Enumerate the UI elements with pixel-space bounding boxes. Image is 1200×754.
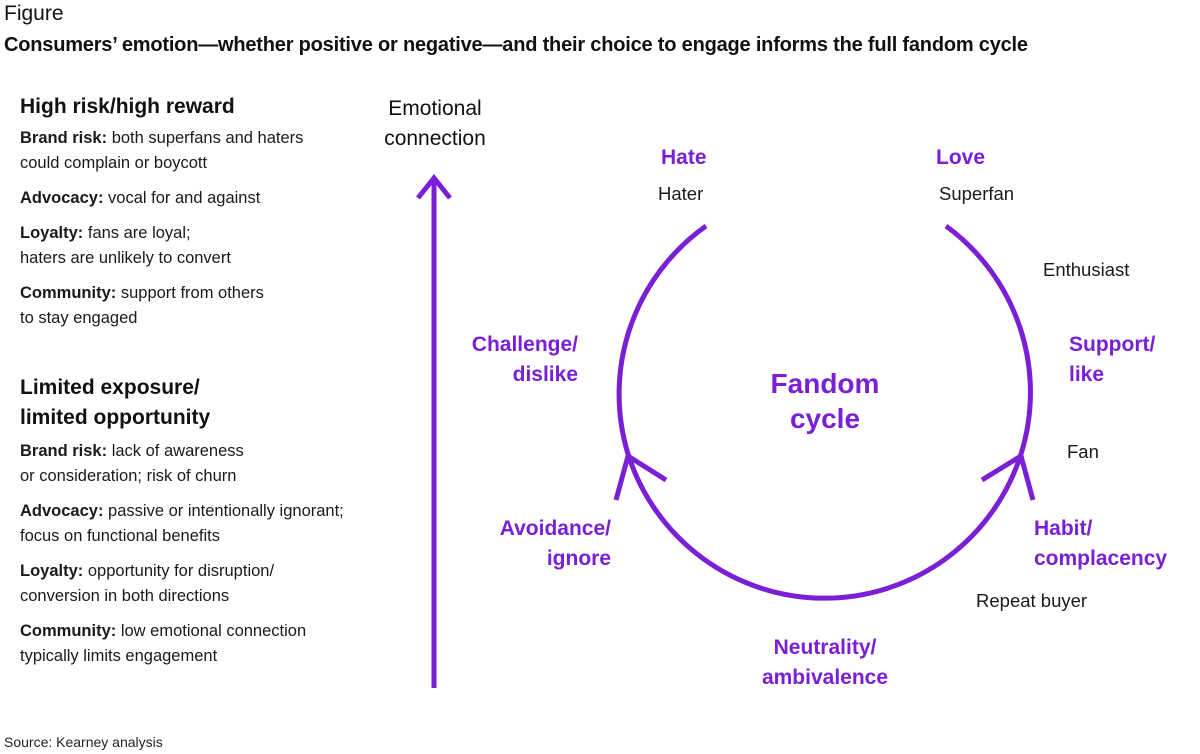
item-text: low emotional connection — [120, 622, 307, 640]
cycle-arrowhead-left — [613, 452, 668, 501]
stage-hate: Hate — [661, 146, 707, 169]
item-text: passive or intentionally ignorant; — [108, 502, 344, 520]
figure-label: Figure — [4, 2, 64, 25]
stage-support: Support/ like — [1069, 330, 1155, 390]
item-brand-risk: Brand risk: both superfans and haters co… — [20, 126, 390, 176]
item-advocacy: Advocacy: vocal for and against — [20, 186, 390, 211]
item-term: Advocacy: — [20, 502, 104, 520]
item-text: fans are loyal; — [87, 224, 191, 242]
stage-line: Support/ — [1069, 333, 1156, 356]
item-brand-risk: Brand risk: lack of awareness or conside… — [20, 439, 400, 489]
item-text: to stay engaged — [20, 309, 138, 327]
stage-line: like — [1069, 363, 1105, 386]
item-loyalty: Loyalty: opportunity for disruption/ con… — [20, 559, 400, 609]
stage-line: Habit/ — [1034, 517, 1093, 540]
item-term: Loyalty: — [20, 224, 84, 242]
stage-habit: Habit/ complacency — [1034, 514, 1167, 574]
item-text: typically limits engagement — [20, 647, 218, 665]
item-text: both superfans and haters — [111, 129, 304, 147]
item-text: support from others — [120, 284, 264, 302]
axis-label: Emotional connection — [355, 94, 515, 154]
stage-challenge: Challenge/ dislike — [440, 330, 578, 390]
stage-line: ambivalence — [761, 666, 889, 689]
item-text: or consideration; risk of churn — [20, 467, 237, 485]
axis-arrowhead — [416, 173, 452, 200]
item-term: Community: — [20, 622, 117, 640]
section-heading-line: limited opportunity — [20, 406, 211, 429]
item-advocacy: Advocacy: passive or intentionally ignor… — [20, 499, 400, 549]
section-limited-exposure: Limited exposure/ limited opportunity Br… — [20, 373, 400, 669]
stage-line: Avoidance/ — [499, 517, 611, 540]
item-term: Community: — [20, 284, 117, 302]
item-text: opportunity for disruption/ — [87, 562, 275, 580]
axis-label-line: connection — [384, 127, 486, 150]
stage-line: ignore — [546, 547, 611, 570]
section-heading: Limited exposure/ limited opportunity — [20, 373, 400, 433]
item-term: Brand risk: — [20, 129, 108, 147]
item-text: focus on functional benefits — [20, 527, 220, 545]
cycle-arc-right — [944, 223, 1033, 455]
cycle-arrowhead-right — [980, 452, 1036, 501]
item-text: could complain or boycott — [20, 154, 208, 172]
persona-hater: Hater — [658, 183, 704, 204]
item-term: Loyalty: — [20, 562, 84, 580]
stage-avoidance: Avoidance/ ignore — [470, 514, 611, 574]
cycle-center-line: cycle — [789, 403, 861, 434]
item-text: haters are unlikely to convert — [20, 249, 231, 267]
persona-repeat-buyer: Repeat buyer — [976, 590, 1088, 611]
item-community: Community: low emotional connection typi… — [20, 619, 400, 669]
persona-superfan: Superfan — [939, 183, 1015, 204]
stage-neutrality: Neutrality/ ambivalence — [745, 633, 905, 693]
source-note: Source: Kearney analysis — [4, 734, 163, 750]
item-community: Community: support from others to stay e… — [20, 281, 390, 331]
persona-enthusiast: Enthusiast — [1043, 259, 1130, 280]
stage-line: complacency — [1034, 547, 1168, 570]
persona-fan: Fan — [1067, 441, 1099, 462]
section-high-risk: High risk/high reward Brand risk: both s… — [20, 92, 390, 331]
section-heading-line: Limited exposure/ — [20, 376, 200, 399]
cycle-center-title: Fandom cycle — [735, 366, 915, 436]
item-text: lack of awareness — [111, 442, 244, 460]
section-heading: High risk/high reward — [20, 95, 235, 118]
cycle-arc-left — [616, 223, 708, 455]
axis-label-line: Emotional — [388, 97, 482, 120]
stage-line: Neutrality/ — [773, 636, 877, 659]
stage-love: Love — [936, 146, 986, 169]
stage-line: dislike — [512, 363, 578, 386]
stage-line: Challenge/ — [471, 333, 578, 356]
cycle-center-line: Fandom — [770, 368, 880, 399]
figure-title: Consumers’ emotion—whether positive or n… — [4, 34, 1028, 56]
cycle-arc-bottom — [625, 453, 1024, 601]
item-loyalty: Loyalty: fans are loyal; haters are unli… — [20, 221, 390, 271]
item-text: vocal for and against — [108, 189, 261, 207]
item-text: conversion in both directions — [20, 587, 230, 605]
item-term: Brand risk: — [20, 442, 108, 460]
item-term: Advocacy: — [20, 189, 104, 207]
